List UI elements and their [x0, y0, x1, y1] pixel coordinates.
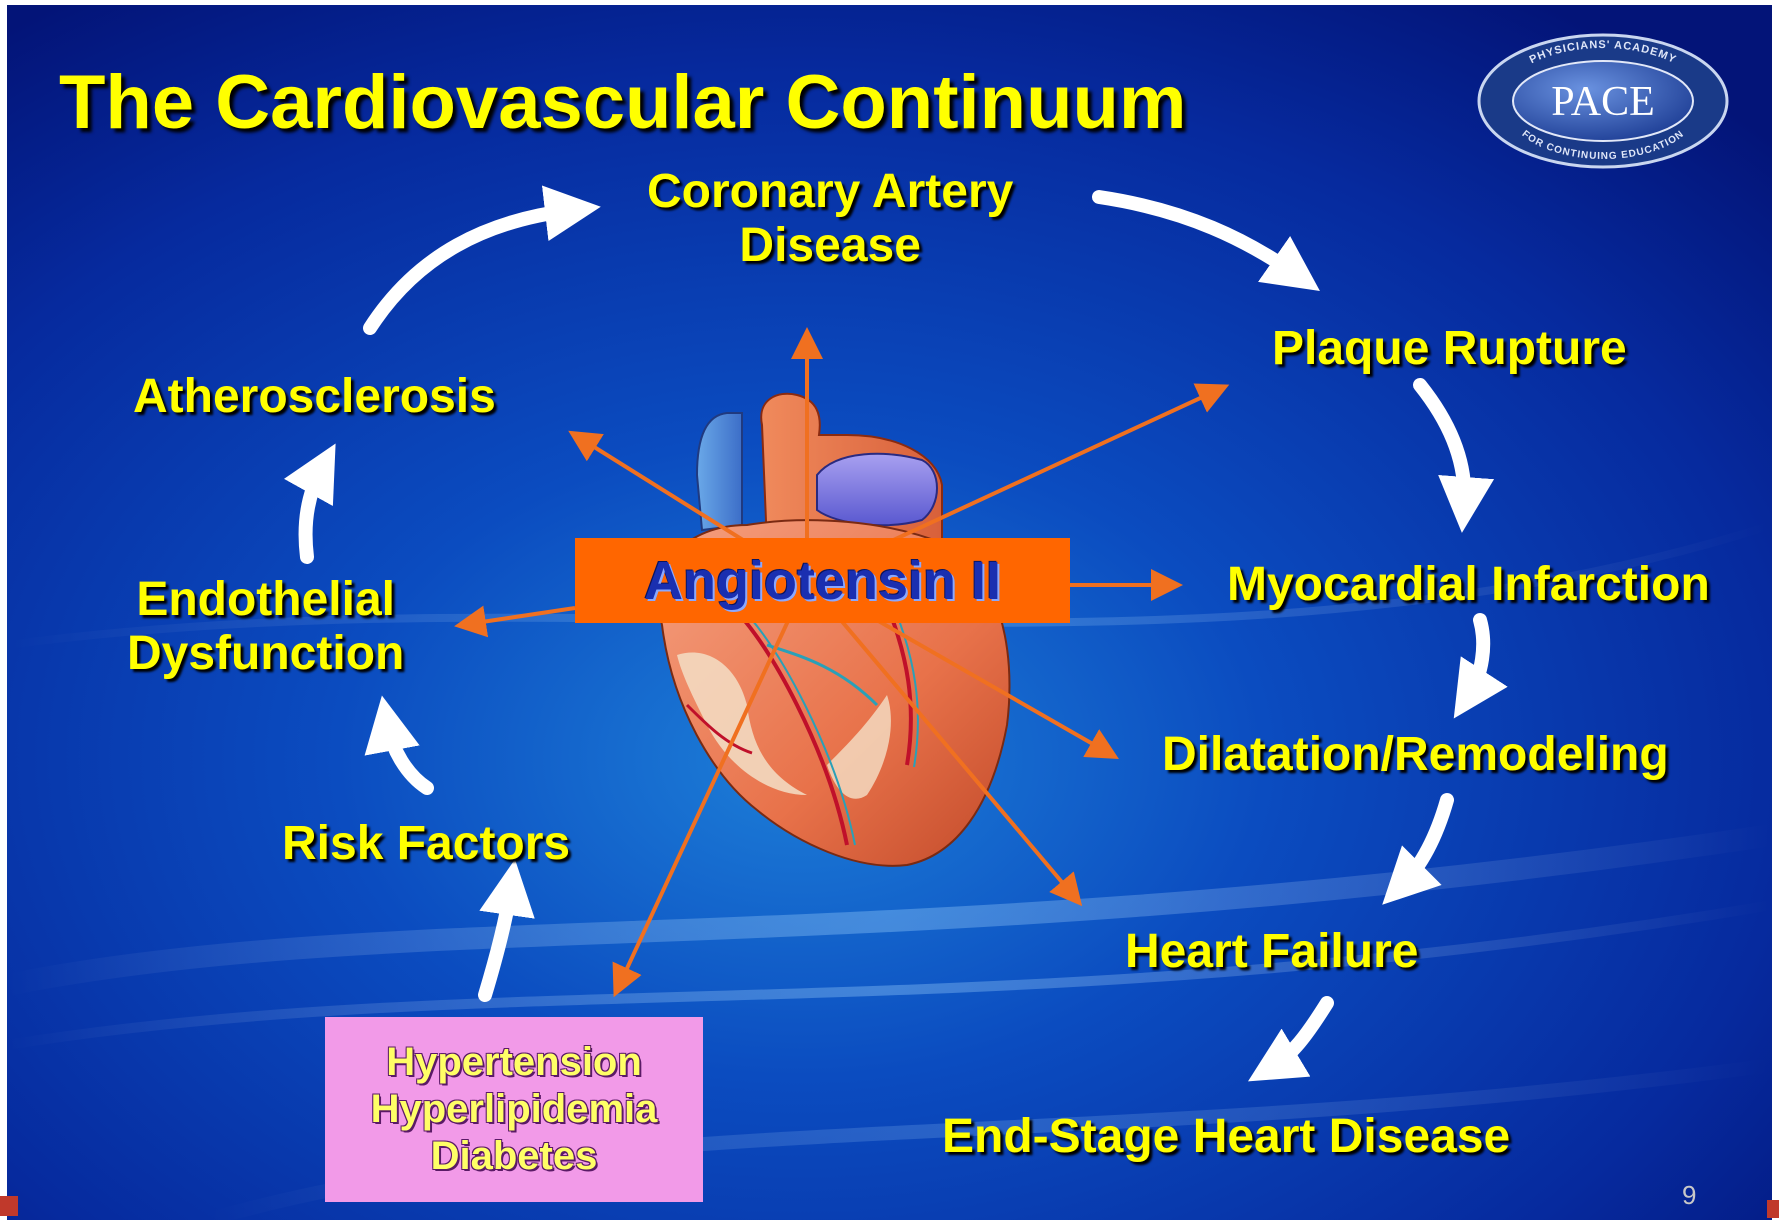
conditions-box: Hypertension Hyperlipidemia Diabetes: [325, 1017, 703, 1202]
condition-hypertension: Hypertension: [386, 1039, 642, 1086]
stage-plaque-rupture: Plaque Rupture: [1272, 322, 1627, 376]
stage-risk-factors: Risk Factors: [282, 817, 570, 871]
slide: The Cardiovascular Continuum PACE PHYSIC…: [7, 5, 1772, 1220]
pace-logo-emblem: PACE PHYSICIANS' ACADEMY FOR CONTINUING …: [1472, 27, 1734, 175]
stage-end-stage-heart-disease: End-Stage Heart Disease: [942, 1110, 1510, 1164]
stage-heart-failure: Heart Failure: [1125, 925, 1418, 979]
angiotensin-label: Angiotensin II: [575, 538, 1070, 623]
slide-title: The Cardiovascular Continuum: [59, 60, 1187, 145]
stage-dilatation-remodeling: Dilatation/Remodeling: [1162, 728, 1669, 782]
condition-hyperlipidemia: Hyperlipidemia: [371, 1086, 658, 1133]
stage-myocardial-infarction: Myocardial Infarction: [1227, 558, 1710, 612]
stage-coronary-artery-disease: Coronary Artery Disease: [647, 165, 1013, 273]
footer-accent-right: [1767, 1200, 1779, 1218]
stage-label-line: Endothelial: [127, 573, 404, 627]
stage-endothelial-dysfunction: Endothelial Dysfunction: [127, 573, 404, 681]
stage-label-line: Disease: [647, 219, 1013, 273]
page-number: 9: [1682, 1180, 1696, 1211]
footer-accent-left: [0, 1196, 18, 1216]
angiotensin-box: Angiotensin II: [575, 538, 1070, 623]
stage-atherosclerosis: Atherosclerosis: [133, 370, 496, 424]
stage-label-line: Coronary Artery: [647, 165, 1013, 219]
stage-label-line: Dysfunction: [127, 627, 404, 681]
pace-logo: PACE PHYSICIANS' ACADEMY FOR CONTINUING …: [1472, 27, 1734, 175]
condition-diabetes: Diabetes: [431, 1133, 598, 1180]
svg-text:PACE: PACE: [1551, 79, 1655, 125]
